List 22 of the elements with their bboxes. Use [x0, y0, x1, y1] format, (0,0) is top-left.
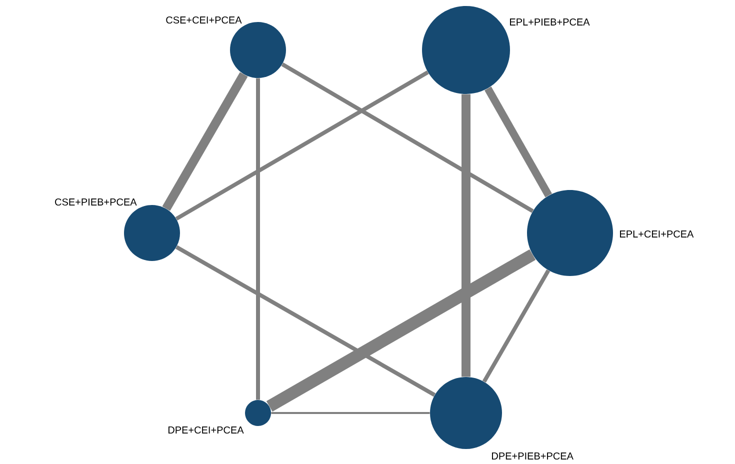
treatment-node: CSE+CEI+PCEA — [166, 16, 286, 78]
node-label: CSE+PIEB+PCEA — [55, 198, 137, 206]
connector-line — [271, 412, 430, 414]
treatment-node: DPE+CEI+PCEA — [168, 400, 271, 434]
connector-line — [256, 78, 260, 400]
node-label: DPE+CEI+PCEA — [168, 426, 244, 434]
connector-line — [462, 94, 470, 377]
connector-line — [484, 86, 552, 198]
connector-line — [175, 245, 436, 397]
connector-line — [281, 62, 534, 213]
node-label: DPE+PIEB+PCEA — [492, 452, 574, 460]
connector-line — [175, 70, 429, 221]
treatment-node: EPL+CEI+PCEA — [527, 190, 694, 276]
connector-line — [482, 269, 550, 383]
node-label: EPL+PIEB+PCEA — [510, 18, 590, 26]
treatment-node: DPE+PIEB+PCEA — [430, 377, 574, 460]
node-label: EPL+CEI+PCEA — [620, 230, 694, 238]
treatment-node: EPL+PIEB+PCEA — [422, 6, 590, 94]
connector-line — [266, 249, 536, 412]
treatment-node: CSE+PIEB+PCEA — [55, 198, 180, 261]
node-label: CSE+CEI+PCEA — [166, 16, 242, 24]
connector-line — [162, 72, 248, 211]
